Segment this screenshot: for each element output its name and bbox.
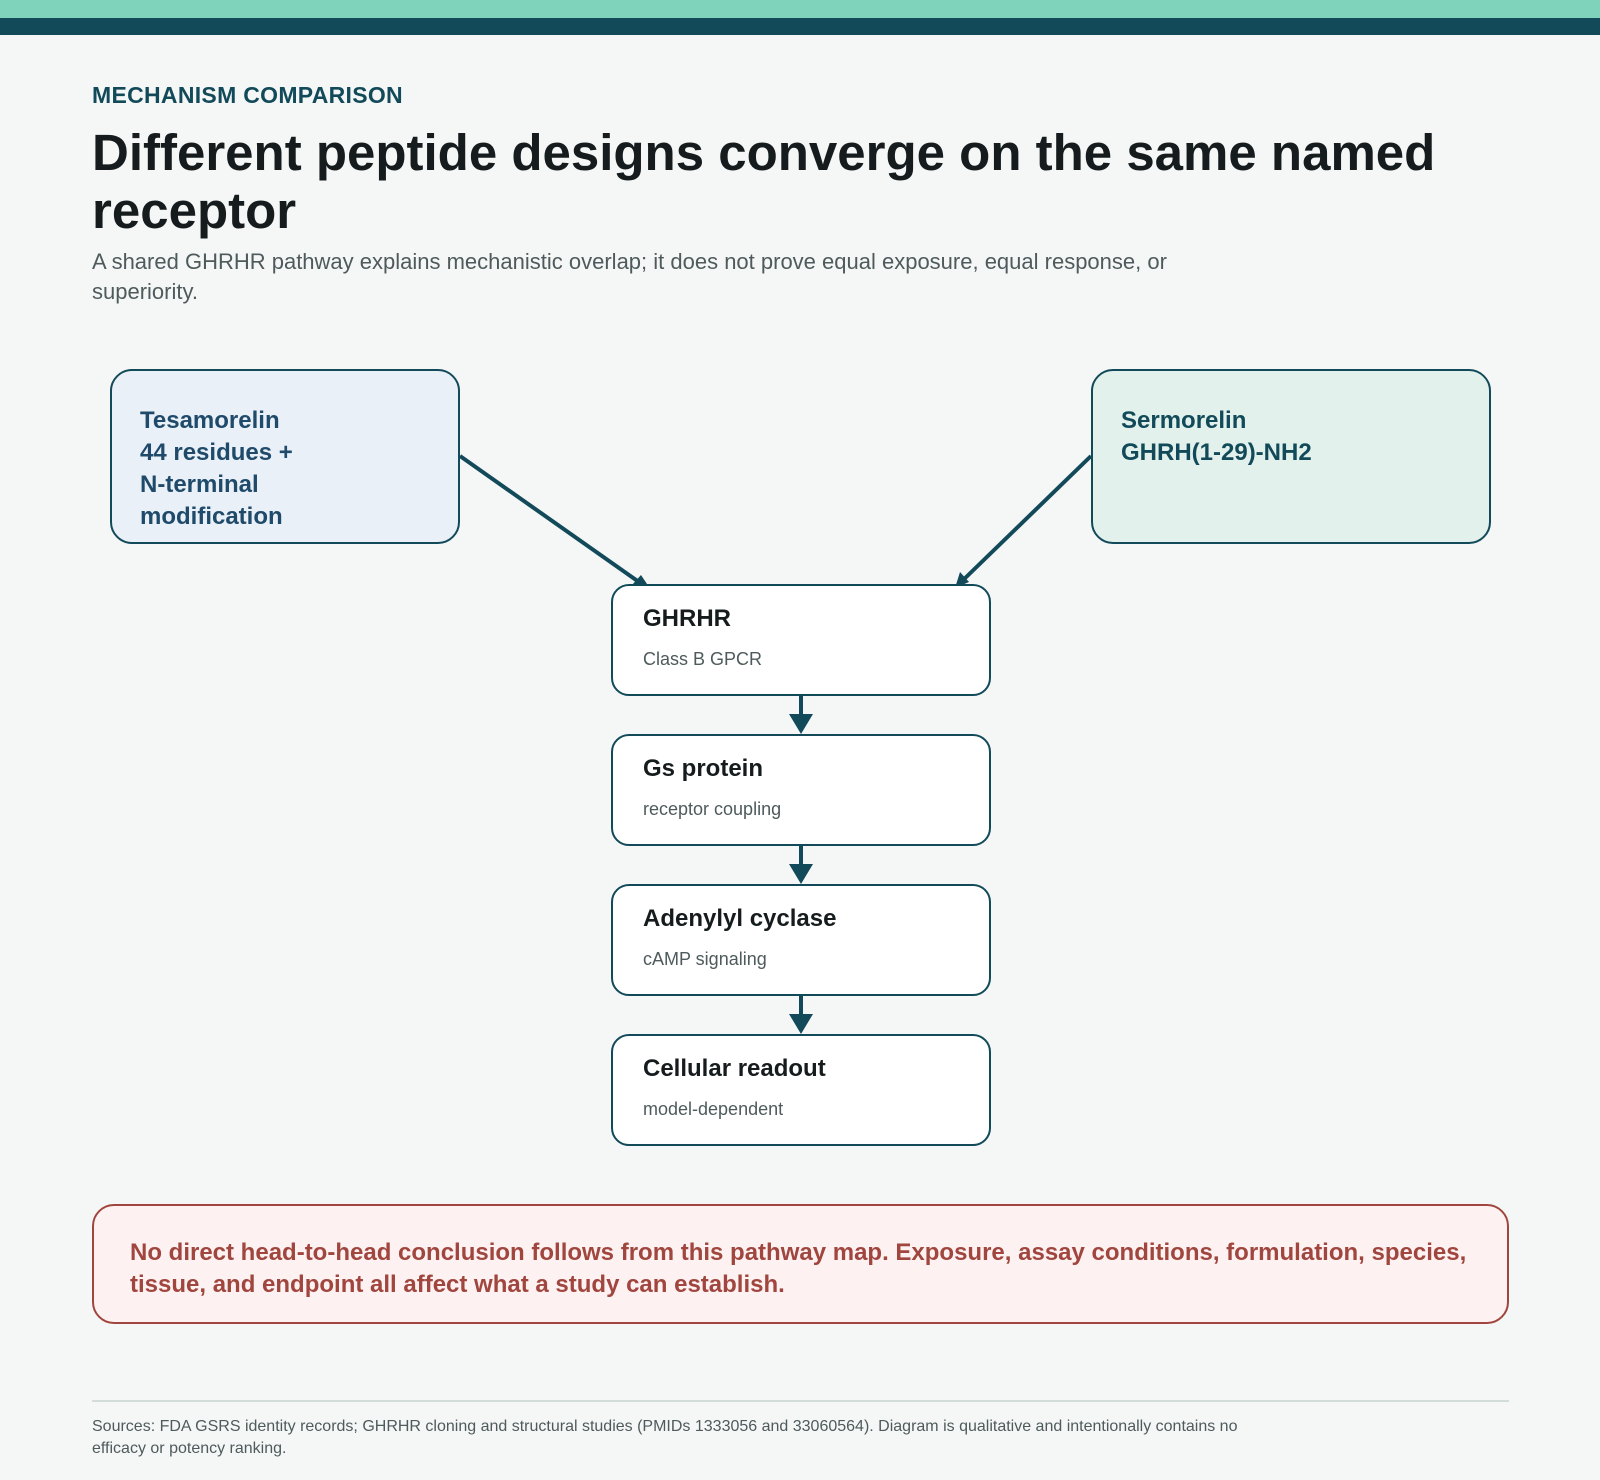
node-ghrhr: GHRHR Class B GPCR: [611, 584, 991, 696]
tesamorelin-name: Tesamorelin: [140, 407, 280, 434]
tesamorelin-box: Tesamorelin 44 residues + N-terminal mod…: [110, 369, 460, 544]
node-title: Adenylyl cyclase: [643, 905, 837, 932]
connector-sermorelin-to-ghrhr: [956, 454, 1093, 587]
node-title: GHRHR: [643, 605, 731, 632]
tesamorelin-detail-1: 44 residues +: [140, 439, 293, 466]
arrowhead-gs: [789, 714, 813, 734]
node-adenylyl-cyclase: Adenylyl cyclase cAMP signaling: [611, 884, 991, 996]
eyebrow-label: MECHANISM COMPARISON: [92, 82, 403, 108]
node-gs-protein: Gs protein receptor coupling: [611, 734, 991, 846]
tesamorelin-detail-3: modification: [140, 503, 283, 530]
arrowhead-readout: [789, 1014, 813, 1034]
tesamorelin-detail-2: N-terminal: [140, 471, 259, 498]
sermorelin-box: Sermorelin GHRH(1-29)-NH2: [1091, 369, 1491, 544]
node-subtitle: model-dependent: [643, 1099, 784, 1119]
sermorelin-name: Sermorelin: [1121, 407, 1247, 434]
node-subtitle: cAMP signaling: [643, 949, 767, 969]
node-title: Cellular readout: [643, 1055, 826, 1082]
sermorelin-detail: GHRH(1-29)-NH2: [1121, 439, 1312, 466]
sources-note: Sources: FDA GSRS identity records; GHRH…: [92, 1418, 1238, 1457]
caveat-callout: No direct head-to-head conclusion follow…: [92, 1204, 1509, 1324]
arrowhead-ac: [789, 864, 813, 884]
node-cellular-readout: Cellular readout model-dependent: [611, 1034, 991, 1146]
connector-tesamorelin-to-ghrhr: [458, 454, 648, 589]
node-title: Gs protein: [643, 755, 764, 782]
page-subtitle: A shared GHRHR pathway explains mechanis…: [92, 249, 1167, 304]
node-subtitle: receptor coupling: [643, 799, 782, 819]
top-accent-band: [0, 0, 1600, 18]
footer-divider: [92, 1400, 1509, 1402]
top-brand-band: [0, 18, 1600, 35]
page-title: Different peptide designs converge on th…: [92, 124, 1436, 239]
node-subtitle: Class B GPCR: [643, 649, 763, 669]
